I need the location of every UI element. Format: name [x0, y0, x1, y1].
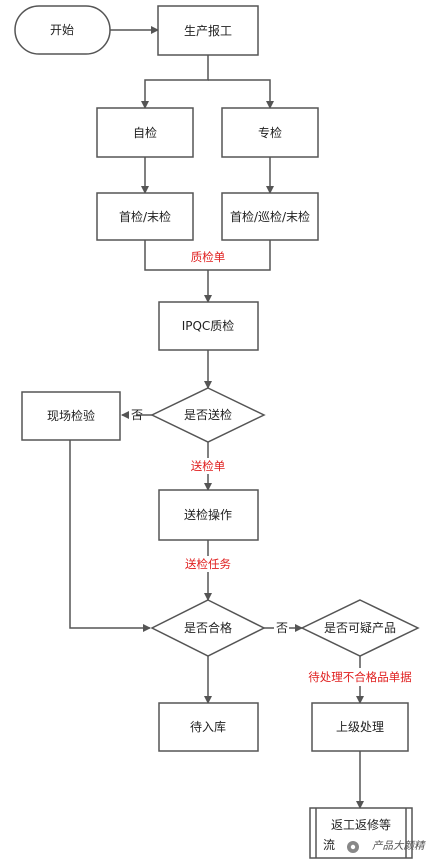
node-rework: [309, 807, 413, 859]
node-start: [14, 5, 111, 55]
node-first-patrol-last: [221, 192, 319, 241]
node-warehouse: [158, 702, 259, 752]
label-first-last: 首检/末检: [119, 209, 171, 224]
label-superior: 上级处理: [336, 720, 384, 734]
label-warehouse: 待入库: [190, 719, 226, 734]
watermark-partial: 流: [323, 838, 335, 852]
label-start: 开始: [50, 23, 74, 37]
label-is-send: 是否送检: [184, 407, 232, 422]
node-ipqc: [158, 301, 259, 351]
label-rework: 返工返修等: [331, 817, 391, 832]
edge-label-no-1: 否: [131, 408, 143, 422]
node-labels: 开始 生产报工 自检 专检 首检/末检 首检/巡检/末检 IPQC质检 是否送检…: [47, 23, 396, 832]
edge-label-pending-doc: 待处理不合格品单据: [308, 670, 412, 684]
label-is-pass: 是否合格: [184, 620, 232, 635]
label-self-check: 自检: [133, 125, 157, 140]
node-onsite: [21, 391, 121, 441]
edge-label-send-form: 送检单: [191, 459, 226, 473]
label-is-suspect: 是否可疑产品: [324, 620, 396, 635]
label-onsite: 现场检验: [47, 408, 95, 423]
node-is-send: [150, 387, 266, 443]
node-first-last: [96, 192, 194, 241]
shapes: [14, 5, 420, 859]
node-is-pass: [150, 599, 266, 657]
edge-label-qc-form: 质检单: [191, 250, 226, 264]
node-self-check: [96, 107, 194, 158]
label-report: 生产报工: [184, 23, 232, 38]
watermark-logo-icon: [347, 841, 359, 853]
label-special-check: 专检: [258, 125, 282, 140]
node-is-suspect: [300, 599, 420, 657]
label-ipqc: IPQC质检: [182, 318, 235, 333]
node-send-op: [158, 489, 259, 541]
node-report: [157, 5, 259, 56]
edge-report-special: [208, 79, 274, 109]
node-superior: [311, 702, 409, 752]
edge-report-self: [141, 55, 209, 109]
edge-label-no-2: 否: [276, 621, 288, 635]
connectors: [69, 26, 364, 809]
node-special-check: [221, 107, 319, 158]
label-send-op: 送检操作: [184, 507, 232, 522]
watermark: 流 产品大颜精: [323, 838, 426, 853]
edge-onsite-ispass: [69, 440, 151, 632]
edge-labels: 质检单 否 送检单 送检任务 否 待处理不合格品单据: [131, 250, 412, 684]
label-first-patrol-last: 首检/巡检/末检: [230, 209, 310, 224]
watermark-text: 产品大颜精: [372, 840, 426, 852]
edge-label-send-task: 送检任务: [185, 557, 231, 571]
